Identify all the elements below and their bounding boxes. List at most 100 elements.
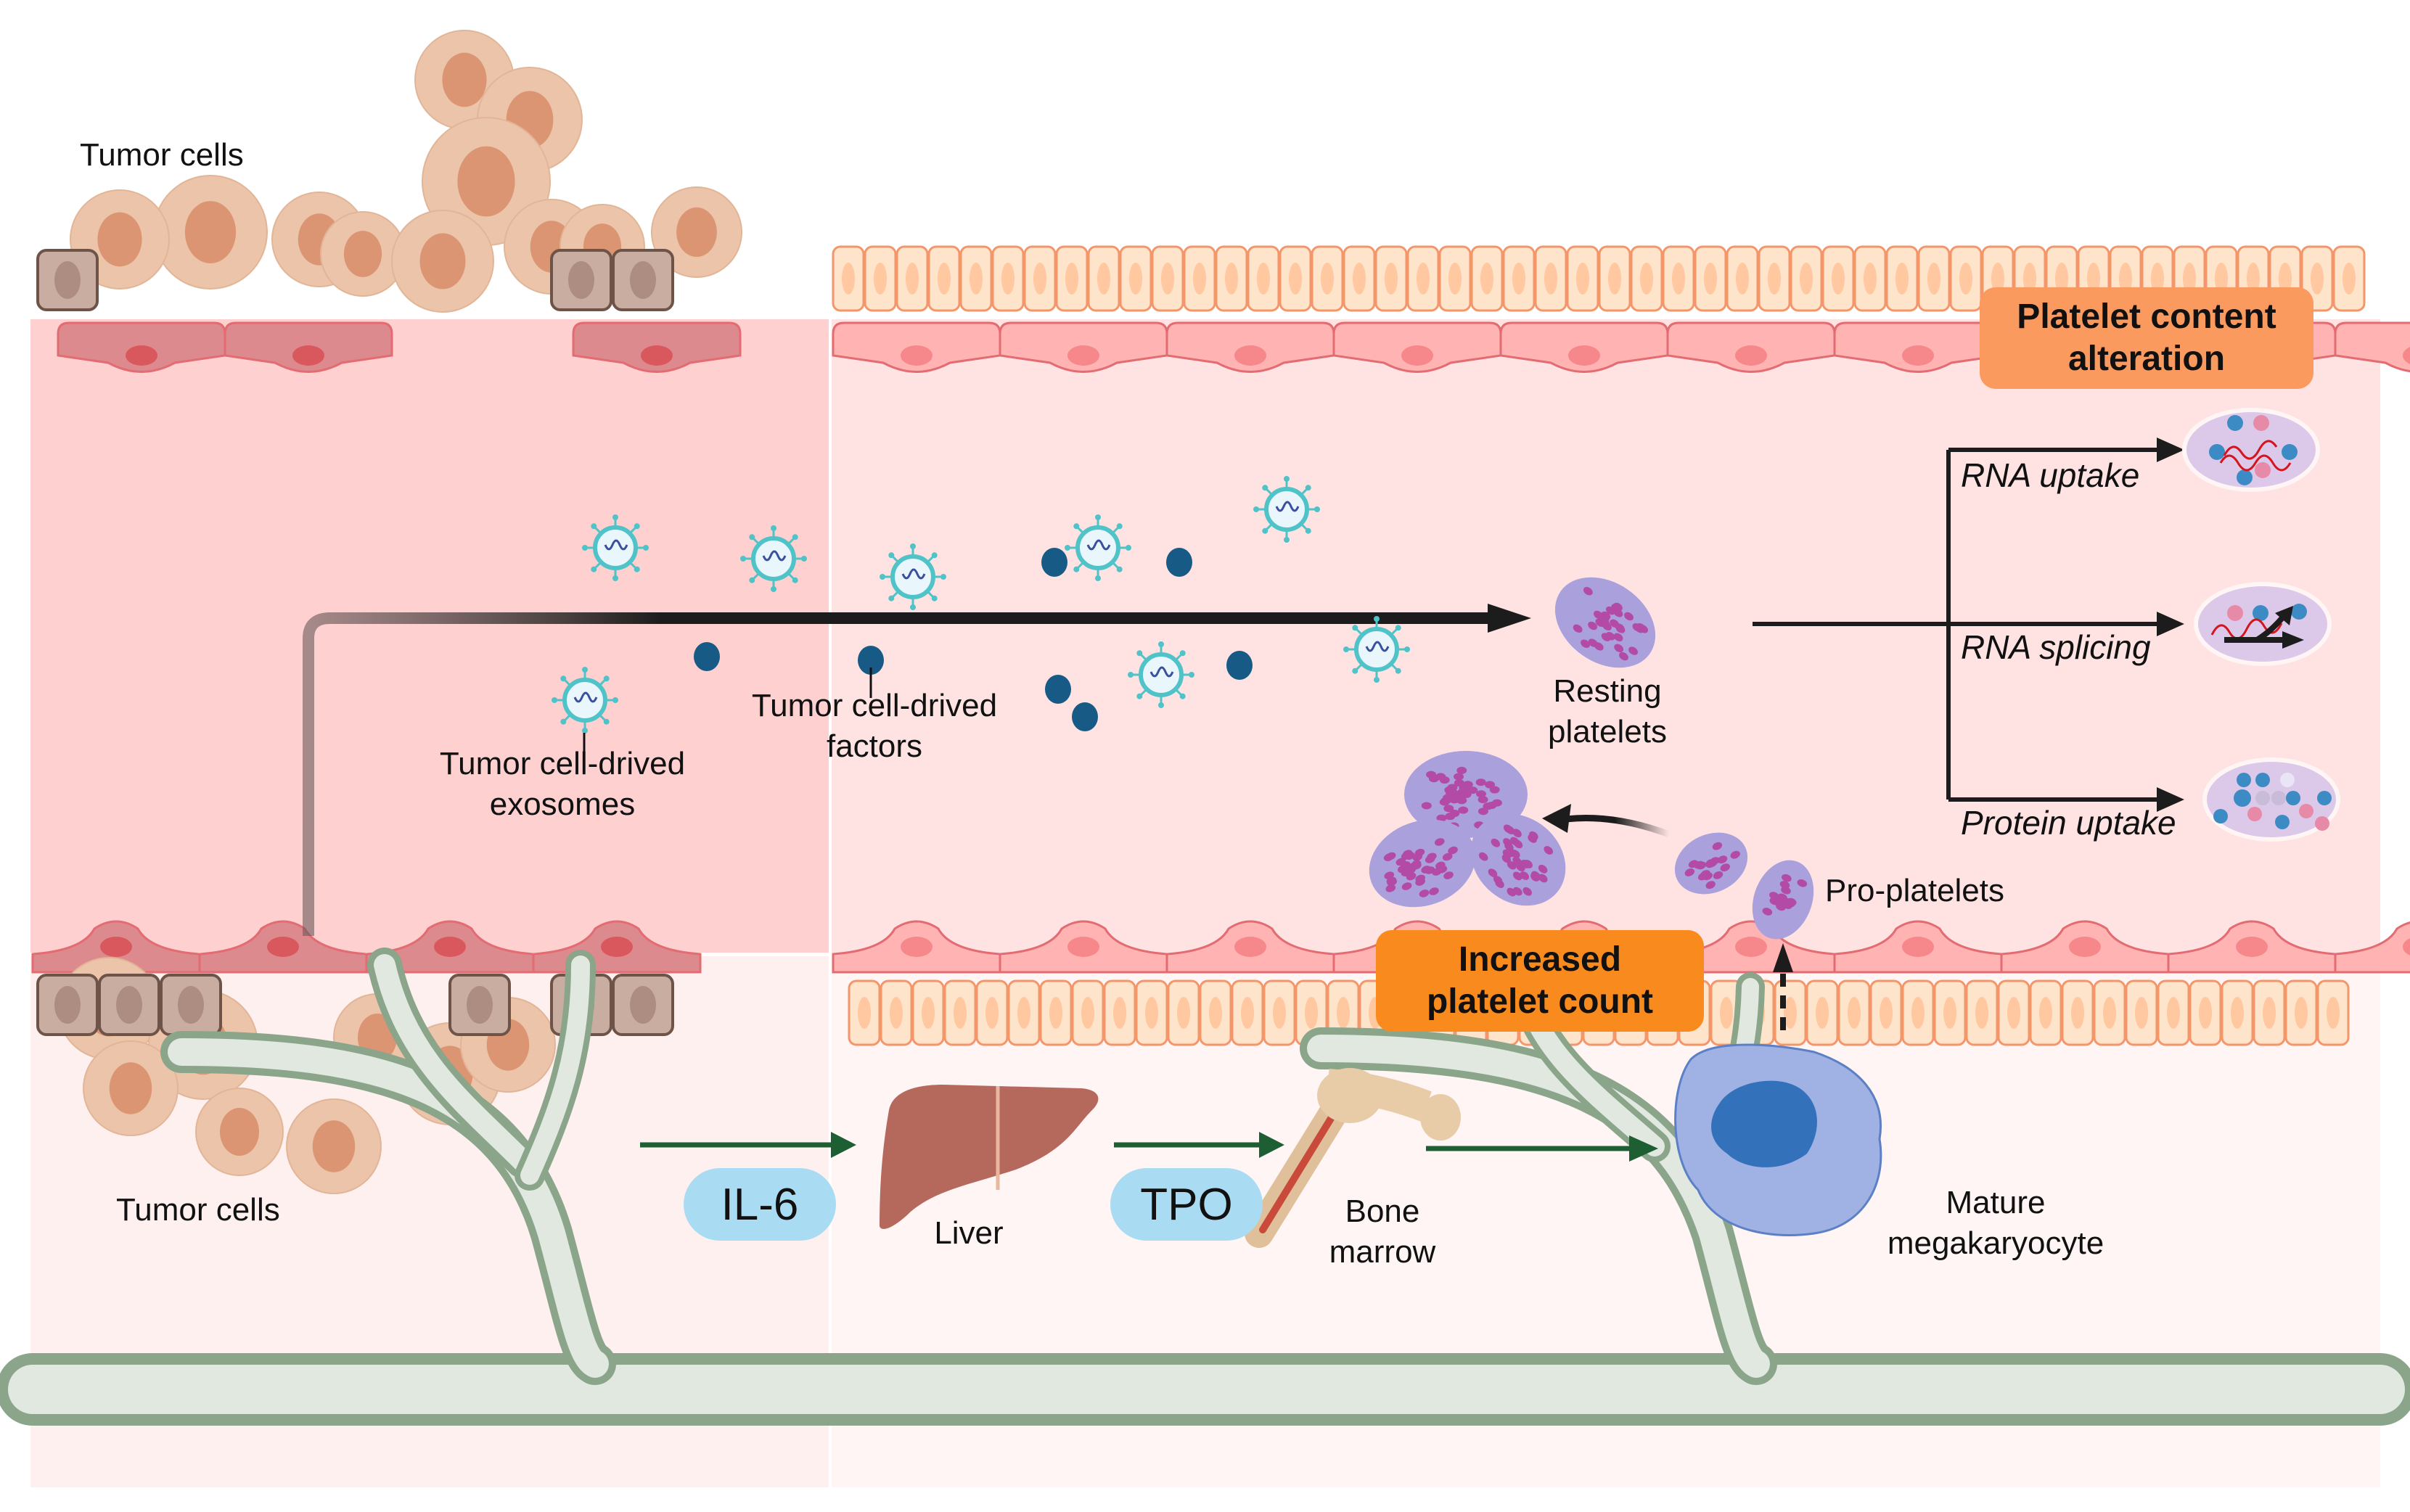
platelet-cluster-icon [1369,819,1476,908]
epithelial-cell [1438,245,1472,312]
epithelial-cell [2332,245,2366,312]
epithelial-cell [1167,979,1200,1046]
epithelial-cell [1630,245,1663,312]
epithelial-cell [1183,245,1216,312]
epithelial-cell [1694,245,1727,312]
endothelial-cell [999,920,1168,974]
epithelial-cell [1151,245,1184,312]
epithelial-cell [2157,979,2190,1046]
epithelial-cell [2221,979,2254,1046]
epithelial-cell [1263,979,1296,1046]
blood-vessel-network [0,948,2410,1426]
endothelial-cell [1165,321,1335,373]
epithelial-cell [1039,979,1073,1046]
epithelial-cell [2189,979,2222,1046]
rna-uptake-platelet-icon [2182,408,2320,492]
label-bone-marrow: Bone marrow [1329,1193,1436,1270]
epithelial-cell [1247,245,1280,312]
exosome-icon [880,543,946,610]
arrow-head-rna-splicing [2157,612,2184,636]
label-tumor-cells-top: Tumor cells [80,137,244,173]
epithelial-cell [2125,979,2158,1046]
normal-tissue-cell [36,974,99,1036]
epithelial-cell [1869,979,1903,1046]
tumor-factor-dot [1166,548,1192,577]
epithelial-cell [1758,245,1791,312]
arrow-head-to-platelets [1488,604,1531,633]
pathway-arrows [640,1132,1658,1162]
tumor-cell [391,210,494,313]
endothelial-cell [2000,920,2170,974]
epithelial-cell [832,245,865,312]
tumor-cell-cluster-top [36,30,742,313]
label-exosomes: Tumor cell-drived exosomes [439,746,686,822]
endothelial-cell [2167,920,2337,974]
epithelial-cell [1502,245,1536,312]
tumor-factor-dot [1072,702,1098,731]
tumor-factor-dot [694,642,720,671]
platelet-content-alteration-box: Platelet content alteration [1980,287,2313,389]
exosome-icon [1253,476,1320,543]
curved-arrow-maturation [1559,815,1671,838]
arrow-head-protein-uptake [2157,787,2184,812]
epithelial-cell [1566,245,1599,312]
epithelial-cell [1023,245,1057,312]
factor-group [694,548,1253,731]
epithelial-cell [1055,245,1089,312]
epithelial-cell [1343,245,1376,312]
arrow-to-megakaryocyte [1629,1135,1658,1162]
epithelial-cell [1949,245,1983,312]
epithelial-cell [880,979,913,1046]
normal-tissue-cell [550,249,612,311]
label-pro-platelets: Pro-platelets [1825,873,2005,908]
resting-platelet-icon [1554,577,1656,668]
tumor-vessel-region [30,319,829,953]
normal-tissue-cell [36,249,99,311]
normal-tissue-cell [612,974,674,1036]
label-tumor-cells-bottom: Tumor cells [116,1192,280,1228]
epithelial-cell [959,245,993,312]
endothelial-cell [832,920,1001,974]
epithelial-cell [1806,979,1839,1046]
megakaryocyte-icon [1674,1043,1882,1236]
label-megakaryocyte: Mature megakaryocyte [1887,1185,2104,1261]
normal-tissue-cell [98,974,160,1036]
endothelial-cell [1499,321,1669,373]
epithelial-cell [1885,245,1919,312]
epithelial-cell [2253,979,2286,1046]
tumor-factor-dot [1041,548,1067,577]
liver-icon [880,1085,1099,1229]
epithelial-cell [1790,245,1823,312]
epithelial-cell [991,245,1025,312]
tumor-factor-dot [1226,651,1253,680]
epithelial-cell [1774,979,1807,1046]
epithelial-cell [1007,979,1041,1046]
pro-platelet-icon [1752,860,1814,940]
epithelial-cell [1279,245,1312,312]
arrow-head-rna-uptake [2157,437,2184,462]
epithelial-cell [1087,245,1120,312]
epithelial-cell [848,979,881,1046]
epithelial-cell [943,979,977,1046]
epithelial-cell [1837,979,1871,1046]
arrow-to-bone-marrow [1259,1132,1284,1158]
branch-label-rna-uptake: RNA uptake [1961,456,2140,494]
normal-tissue-cell [160,974,222,1036]
cytokine-tpo-pill: TPO [1110,1168,1263,1241]
endothelial-cell [832,321,1001,373]
tumor-cell [286,1098,382,1194]
epithelial-cell [1534,245,1567,312]
epithelial-cell [2284,979,2318,1046]
exosome-icon [1128,641,1194,708]
epithelial-cell [2061,979,2094,1046]
exosome-icon [582,514,649,581]
endothelial-cell [1165,920,1335,974]
exosome-icon [552,667,618,734]
tumor-cell [651,186,742,278]
endothelial-cell [1666,321,1836,373]
endothelial-cell [999,321,1168,373]
label-factors: Tumor cell-drived factors [751,688,998,764]
branch-label-rna-splicing: RNA splicing [1961,628,2151,666]
endothelial-cell [1833,920,2003,974]
epithelial-cell [1406,245,1440,312]
